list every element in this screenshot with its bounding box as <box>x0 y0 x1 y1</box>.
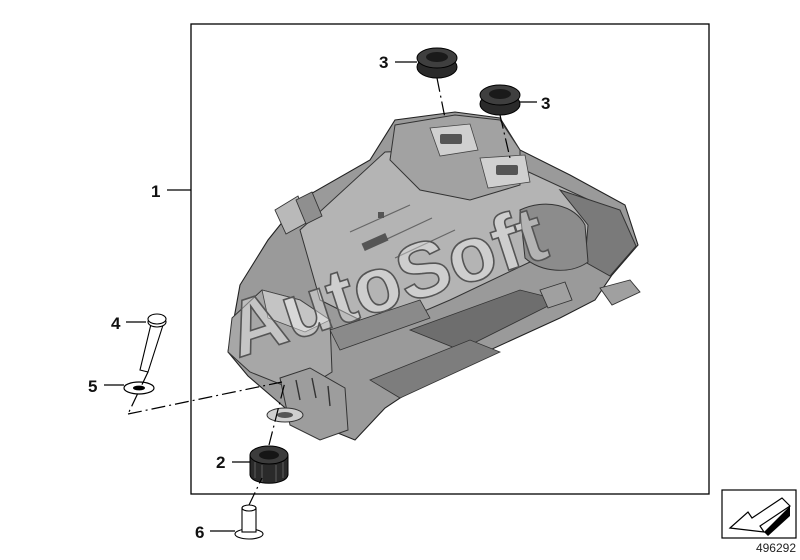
callout-2: 2 <box>216 453 225 472</box>
bolt-axis <box>127 371 149 415</box>
part-3-grommet-lower <box>479 84 521 116</box>
arrow-icon <box>721 489 797 539</box>
callout-3-lower: 3 <box>541 94 550 113</box>
callout-3-upper: 3 <box>379 53 388 72</box>
part-5-washer <box>123 381 155 395</box>
leader-3b-down <box>499 114 511 159</box>
part-4-bolt <box>139 313 167 373</box>
assembly-frame <box>190 23 710 495</box>
part-2-rubber-mount <box>249 445 289 484</box>
bolt-to-holder <box>127 381 283 415</box>
part-1-holder <box>227 111 641 441</box>
leader-lines <box>104 61 537 532</box>
callout-5: 5 <box>88 377 97 396</box>
callout-4: 4 <box>111 314 121 333</box>
callout-1: 1 <box>151 182 160 201</box>
sleeve-axis <box>248 477 263 506</box>
part-3-grommet-upper <box>416 47 458 79</box>
callout-6: 6 <box>195 523 204 542</box>
part-6-spacer-sleeve <box>234 504 264 540</box>
reference-number: 496292 <box>755 541 796 555</box>
mount-axis <box>268 381 286 446</box>
leader-3a-down <box>436 77 446 119</box>
